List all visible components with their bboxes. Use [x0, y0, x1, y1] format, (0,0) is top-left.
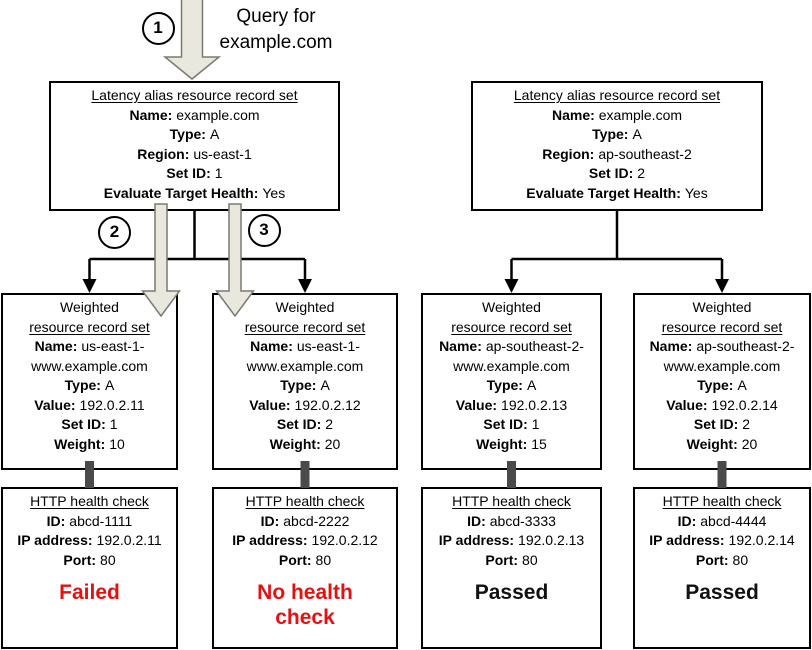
field-set-id: Set ID:1 — [166, 165, 223, 181]
field-ip-address: IP address:192.0.2.13 — [438, 532, 585, 548]
field-type: Type:A — [486, 377, 537, 393]
box-title: HTTP health check — [30, 493, 149, 509]
box-title-line1: Weighted — [60, 299, 119, 315]
field-set-id: Set ID:1 — [483, 416, 540, 432]
health-check-box-3: HTTP health check ID:abcd-3333 IP addres… — [421, 487, 602, 649]
status-text: No health check — [257, 581, 353, 629]
field-name: Name:ap-southeast-2-www.example.com — [649, 338, 795, 374]
box-title-line1: Weighted — [692, 299, 752, 315]
weighted-record-set-box-3: Weighted resource record set Name:ap-sou… — [421, 293, 602, 470]
field-type: Type:A — [697, 377, 747, 393]
field-region: Region:ap-southeast-2 — [542, 145, 692, 162]
latency-record-set-box-ap-southeast-2: Latency alias resource record set Name:e… — [471, 81, 763, 211]
connector-right-group — [510, 209, 724, 281]
health-check-box-1: HTTP health check ID:abcd-1111 IP addres… — [1, 487, 178, 649]
field-ip-address: IP address:192.0.2.14 — [649, 532, 795, 548]
field-port: Port:80 — [278, 551, 332, 568]
weighted-record-set-box-1: Weighted resource record set Name:us-eas… — [1, 293, 178, 470]
field-value: Value:192.0.2.13 — [455, 396, 568, 413]
step-2-label: 2 — [109, 222, 120, 241]
step-3-badge: 3 — [247, 213, 281, 247]
field-value: Value:192.0.2.12 — [249, 396, 361, 413]
field-name: Name:us-east-1-www.example.com — [246, 338, 364, 374]
weighted-record-set-box-4: Weighted resource record set Name:ap-sou… — [633, 293, 811, 470]
box-title-line1: Weighted — [482, 299, 541, 315]
field-evaluate-target-health: Evaluate Target Health:Yes — [526, 184, 708, 201]
field-name: Name:us-east-1-www.example.com — [31, 338, 148, 374]
field-weight: Weight:10 — [54, 435, 125, 452]
field-id: ID:abcd-2222 — [260, 512, 350, 529]
arrowhead-icon — [504, 279, 519, 293]
box-title-line2: resource record set — [244, 318, 366, 335]
field-weight: Weight:15 — [476, 435, 547, 452]
box-title: HTTP health check — [452, 493, 571, 509]
latency-record-set-box-us-east-1: Latency alias resource record set Name:e… — [49, 81, 340, 211]
arrowhead-icon — [715, 279, 729, 293]
field-set-id: Set ID:1 — [61, 416, 118, 432]
field-set-id: Set ID:2 — [693, 416, 751, 432]
status-text: Failed — [59, 581, 120, 604]
step-2-badge: 2 — [98, 215, 131, 249]
health-check-box-4: HTTP health check ID:abcd-4444 IP addres… — [633, 487, 811, 649]
field-value: Value:192.0.2.11 — [34, 396, 145, 413]
status-text: Passed — [685, 581, 759, 604]
field-type: Type:A — [64, 377, 115, 393]
box-title-line2: resource record set — [29, 318, 150, 335]
field-value: Value:192.0.2.14 — [666, 396, 778, 413]
field-port: Port:80 — [63, 551, 116, 568]
field-set-id: Set ID:2 — [276, 416, 334, 432]
health-check-box-2: HTTP health check ID:abcd-2222 IP addres… — [212, 487, 398, 649]
field-weight: Weight:20 — [686, 435, 758, 452]
box-title: Latency alias resource record set — [91, 87, 298, 103]
query-label-line2: example.com — [219, 32, 333, 53]
field-id: ID:abcd-1111 — [46, 512, 133, 529]
field-type: Type:A — [280, 377, 330, 393]
field-name: Name:ap-southeast-2-www.example.com — [439, 338, 584, 374]
box-title-line1: Weighted — [275, 299, 335, 315]
field-set-id: Set ID:2 — [588, 165, 646, 181]
field-name: Name:example.com — [551, 106, 683, 123]
arrowhead-icon — [82, 279, 97, 293]
weighted-record-set-box-2: Weighted resource record set Name:us-eas… — [212, 293, 398, 470]
box-title: HTTP health check — [662, 493, 782, 509]
step-1-label: 1 — [153, 18, 163, 37]
field-ip-address: IP address:192.0.2.12 — [232, 532, 378, 548]
field-region: Region:us-east-1 — [137, 145, 252, 162]
field-weight: Weight:20 — [269, 435, 341, 452]
field-name: Name:example.com — [129, 106, 260, 123]
step-3-label: 3 — [259, 220, 269, 239]
box-title: HTTP health check — [245, 493, 365, 509]
box-title-line2: resource record set — [661, 318, 783, 335]
field-id: ID:abcd-4444 — [677, 512, 767, 529]
field-port: Port:80 — [695, 551, 749, 568]
field-type: Type:A — [592, 126, 642, 142]
field-type: Type:A — [169, 126, 220, 142]
field-ip-address: IP address:192.0.2.11 — [17, 532, 162, 548]
query-label-line1: Query for — [236, 6, 316, 27]
field-id: ID:abcd-3333 — [467, 512, 556, 529]
status-text: Passed — [474, 581, 549, 604]
field-evaluate-target-health: Evaluate Target Health:Yes — [103, 184, 286, 201]
step-1-badge: 1 — [141, 11, 175, 45]
box-title: Latency alias resource record set — [513, 87, 721, 103]
box-title-line2: resource record set — [451, 318, 572, 335]
field-port: Port:80 — [485, 551, 538, 568]
query-label: Query for example.com — [200, 4, 352, 56]
arrowhead-icon — [298, 279, 312, 293]
